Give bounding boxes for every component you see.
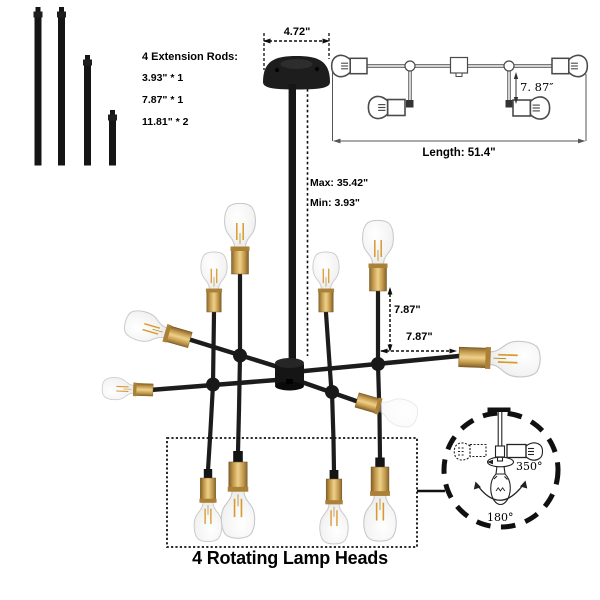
swivel-angle-label: 350° <box>516 459 543 473</box>
extension-rod-4 <box>108 110 117 166</box>
schematic-length-label: Length: 51.4" <box>422 146 496 159</box>
rod-size-1: 3.93" * 1 <box>142 72 184 84</box>
extension-rods-heading: 4 Extension Rods: <box>142 51 238 63</box>
rotation-lamp-down <box>490 465 511 506</box>
schematic-joint-right <box>503 60 515 72</box>
lamp-out-lower-left <box>102 377 154 401</box>
schematic-lamp-drop-right <box>512 96 551 120</box>
lamp-down-3 <box>320 479 348 544</box>
lamp-out-right <box>458 339 540 377</box>
rod-size-2: 7.87" * 1 <box>142 94 184 106</box>
schematic-lamp-right <box>551 54 589 78</box>
center-down-rod <box>288 84 296 364</box>
horizontal-dim-label: 7.87" <box>406 330 433 343</box>
canopy-diameter-label: 4.72" <box>283 26 311 38</box>
rotation-lamp-solid <box>506 442 544 461</box>
arm-vertical-dimension <box>387 287 393 352</box>
extension-rod-3 <box>83 55 92 166</box>
rotation-detail-circle <box>441 407 561 530</box>
tilt-angle-label: 180° <box>487 511 514 524</box>
extension-rod-2 <box>57 7 66 166</box>
stems <box>205 272 383 474</box>
lamp-up-inner-right <box>313 252 339 312</box>
extension-rods-image <box>33 7 117 166</box>
lamp-down-4 <box>364 467 396 541</box>
schematic-canopy <box>449 56 469 74</box>
schematic-drop-label: 7. 87″ <box>520 80 554 94</box>
rod-size-3: 11.81" * 2 <box>142 116 189 128</box>
ceiling-canopy <box>263 56 330 90</box>
extension-rod-1 <box>33 7 43 166</box>
chandelier-photo <box>102 56 541 544</box>
rotating-heads-box <box>166 437 418 548</box>
lamp-down-1 <box>194 478 222 542</box>
lamp-up-outer-left <box>225 203 256 274</box>
arms <box>147 336 462 405</box>
schematic-lamp-drop-left <box>367 95 406 120</box>
schematic-length-dimension <box>332 70 587 144</box>
lamp-up-inner-left <box>201 252 227 312</box>
canopy-dimension <box>263 33 330 70</box>
lamp-down-2 <box>221 462 254 538</box>
min-height-label: Min: 3.93" <box>310 196 360 209</box>
ball-joints <box>206 348 385 399</box>
rotating-heads-caption: 4 Rotating Lamp Heads <box>192 548 388 568</box>
schematic-joint-left <box>404 60 416 72</box>
lamp-out-upper-left <box>121 307 194 354</box>
vertical-dim-label: 7.87" <box>394 304 421 316</box>
ferrules <box>203 451 385 480</box>
schematic-lamp-left <box>330 54 368 78</box>
center-hub <box>275 358 304 391</box>
schematic-drop-dimension <box>513 72 519 104</box>
arm-horizontal-dimension <box>380 348 457 354</box>
lamp-out-lower-right <box>354 391 421 431</box>
rotation-lamp-ghost <box>453 442 487 461</box>
lamp-up-outer-right <box>363 220 394 291</box>
fixture-schematic <box>330 54 589 144</box>
max-height-label: Max: 35.42" <box>310 177 369 189</box>
